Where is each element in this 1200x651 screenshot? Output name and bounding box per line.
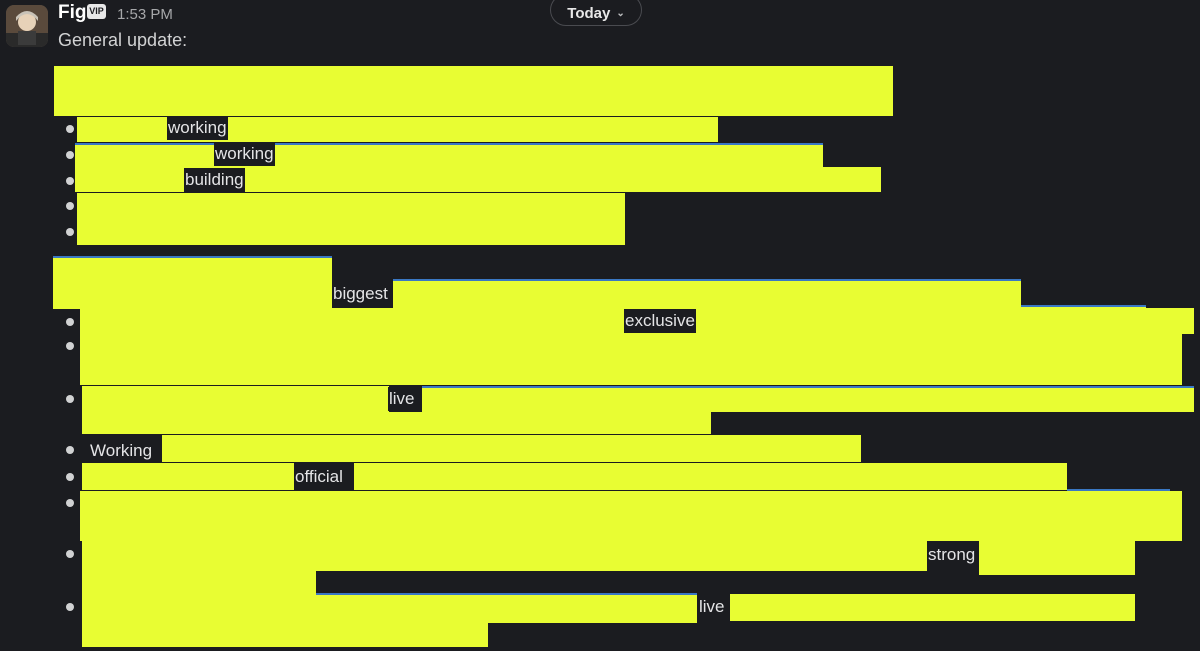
list-bullet [66,202,74,210]
list-bullet [66,151,74,159]
visible-word: working [214,142,275,166]
redaction-block [162,435,861,462]
redaction-block [979,541,1135,575]
vip-badge: VIP [87,4,106,19]
redaction-block [393,279,1021,309]
sender-name[interactable]: Fig [58,2,87,23]
redaction-block [82,571,316,595]
redaction-block [82,621,488,647]
message-intro: General update: [58,30,188,50]
list-bullet [66,473,74,481]
redaction-block [82,595,316,621]
visible-word: working [167,116,228,140]
list-bullet [66,228,74,236]
redaction-block [54,66,893,116]
avatar-icon [6,5,48,47]
visible-word: live [698,595,726,619]
redaction-block [316,593,697,623]
redaction-block [354,463,1067,490]
redaction-block [77,193,625,245]
list-bullet [66,318,74,326]
redaction-block [82,463,294,490]
list-bullet [66,550,74,558]
visible-word: live [388,387,416,411]
list-bullet [66,342,74,350]
list-bullet [66,177,74,185]
redaction-block [730,594,1135,621]
visible-word: exclusive [624,309,696,333]
redaction-block [75,143,823,168]
visible-word: biggest [332,282,389,306]
chevron-down-icon: ⌄ [616,7,625,19]
avatar[interactable] [6,5,48,47]
redaction-block [80,491,1182,541]
visible-word: strong [927,543,977,567]
visible-word: Working [89,439,154,463]
visible-word: official [294,465,344,489]
message-timestamp[interactable]: 1:53 PM [117,6,173,23]
date-divider-button[interactable]: Today ⌄ [550,0,642,26]
list-bullet [66,446,74,454]
list-bullet [66,395,74,403]
redaction-block [422,386,1194,412]
list-bullet [66,603,74,611]
redaction-block [53,256,332,309]
redaction-block [82,412,711,434]
redaction-block [82,386,389,412]
visible-word: building [184,168,245,192]
list-bullet [66,125,74,133]
redaction-block [1021,305,1146,310]
redaction-block [80,334,1182,385]
redaction-block [82,541,927,571]
date-divider-label: Today [567,4,611,22]
list-bullet [66,499,74,507]
